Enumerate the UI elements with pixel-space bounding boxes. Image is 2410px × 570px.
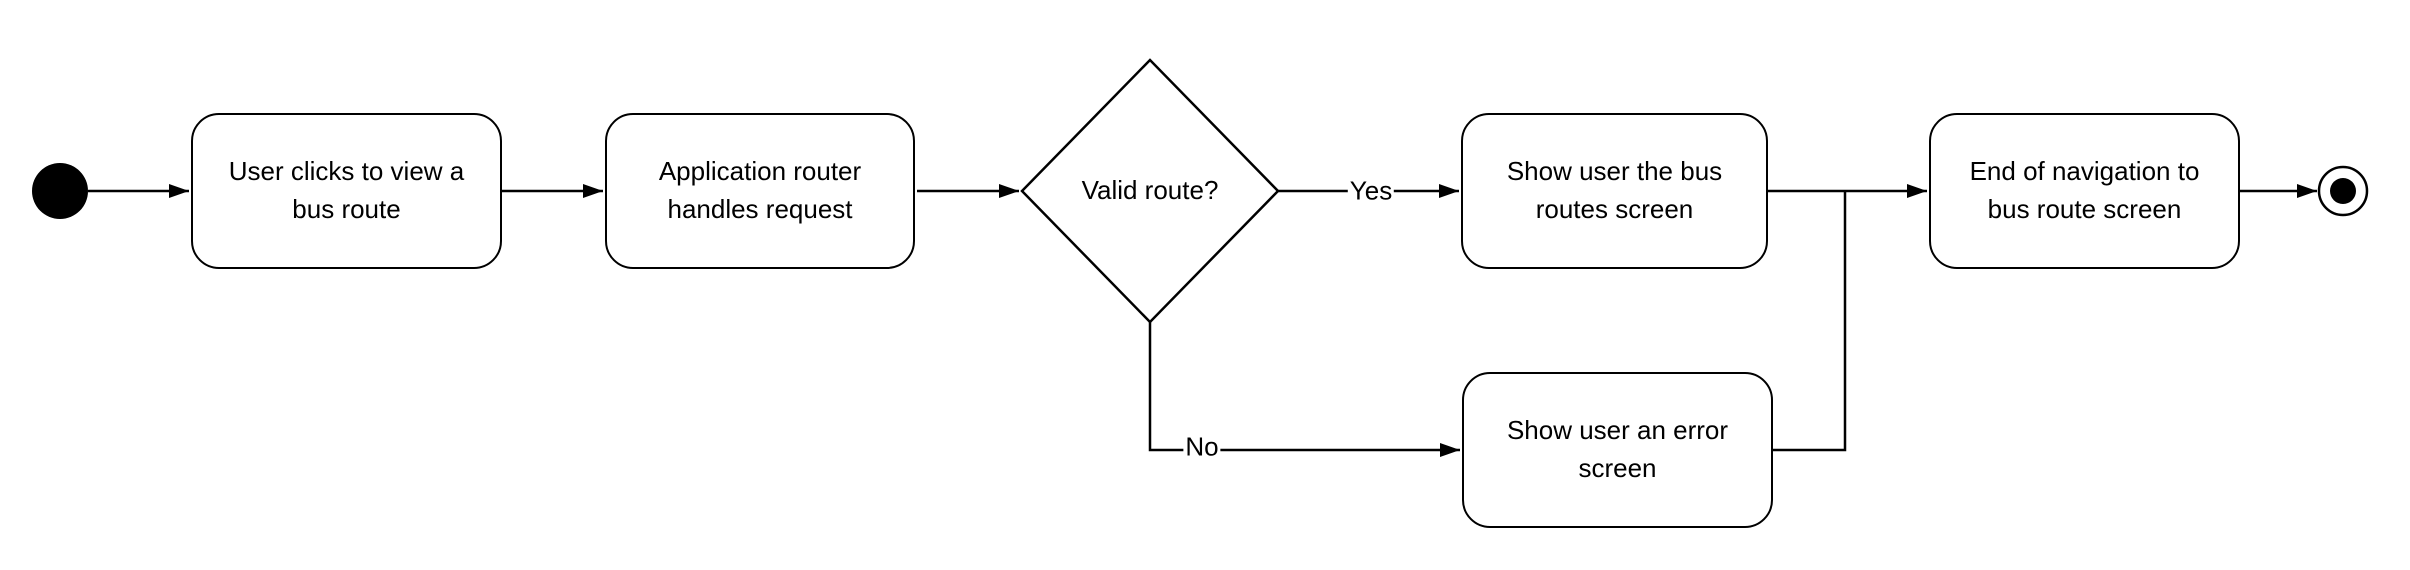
activity-router-handles-request: Application router handles request: [605, 113, 915, 269]
decision-valid-route-label: Valid route?: [1081, 175, 1219, 206]
activity-show-bus-routes-screen: Show user the bus routes screen: [1461, 113, 1768, 269]
edge-label-no: No: [1183, 431, 1221, 462]
activity-user-clicks-view-route: User clicks to view a bus route: [191, 113, 502, 269]
edge-step-no-to-merge: [1773, 190, 1847, 452]
edge-decision-no-to-step-no: [1148, 322, 1460, 457]
activity-end-of-navigation: End of navigation to bus route screen: [1929, 113, 2240, 269]
initial-node-icon: [32, 163, 88, 219]
edge-label-yes: Yes: [1347, 175, 1395, 206]
final-node-inner-icon: [2330, 178, 2356, 204]
activity-show-error-screen: Show user an error screen: [1462, 372, 1773, 528]
